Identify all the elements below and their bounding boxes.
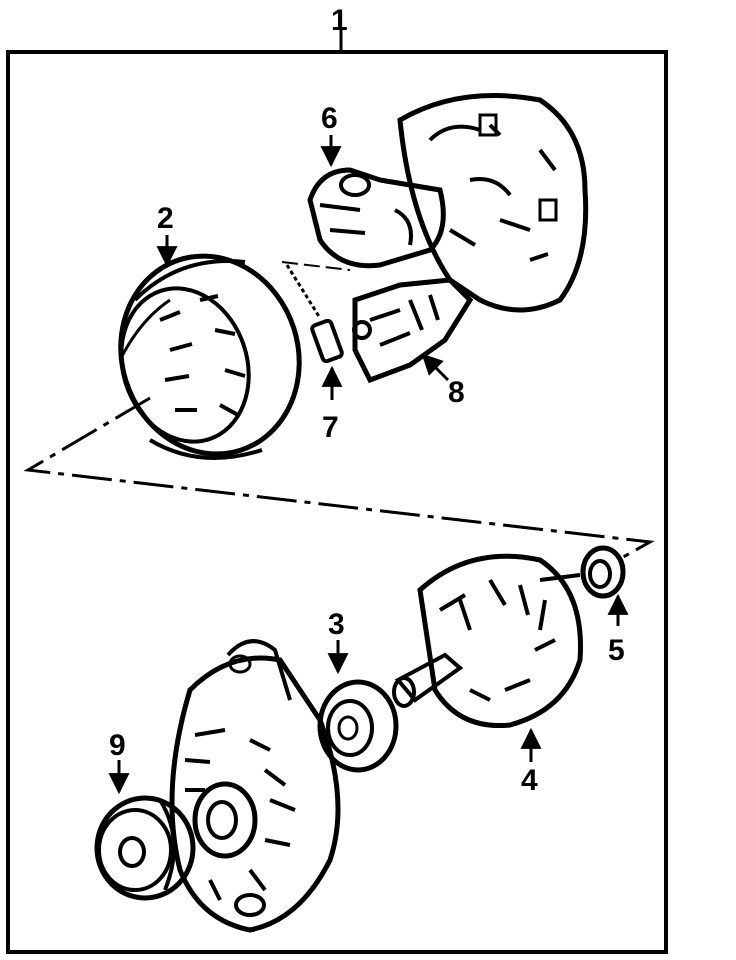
callout-7: 7 bbox=[322, 411, 339, 444]
rear-bearing bbox=[580, 545, 626, 599]
rectifier-brush-holder bbox=[352, 277, 474, 384]
pulley bbox=[94, 795, 196, 901]
rotor bbox=[392, 553, 583, 729]
callout-4: 4 bbox=[521, 764, 538, 797]
callout-2: 2 bbox=[157, 202, 174, 235]
explode-line bbox=[23, 396, 655, 562]
callout-5: 5 bbox=[608, 634, 625, 667]
assembly-frame bbox=[6, 50, 668, 954]
callout-1: 1 bbox=[331, 4, 348, 37]
front-housing bbox=[169, 639, 341, 933]
callout-8-arrow bbox=[421, 353, 450, 382]
voltage-regulator bbox=[307, 167, 446, 269]
callout-9: 9 bbox=[109, 729, 126, 762]
rear-housing bbox=[397, 93, 589, 313]
explode-line-upper bbox=[281, 261, 351, 271]
callout-3: 3 bbox=[328, 608, 345, 641]
stator bbox=[118, 253, 302, 460]
callout-8: 8 bbox=[448, 376, 465, 409]
callout-6: 6 bbox=[321, 102, 338, 135]
brush bbox=[285, 264, 344, 364]
